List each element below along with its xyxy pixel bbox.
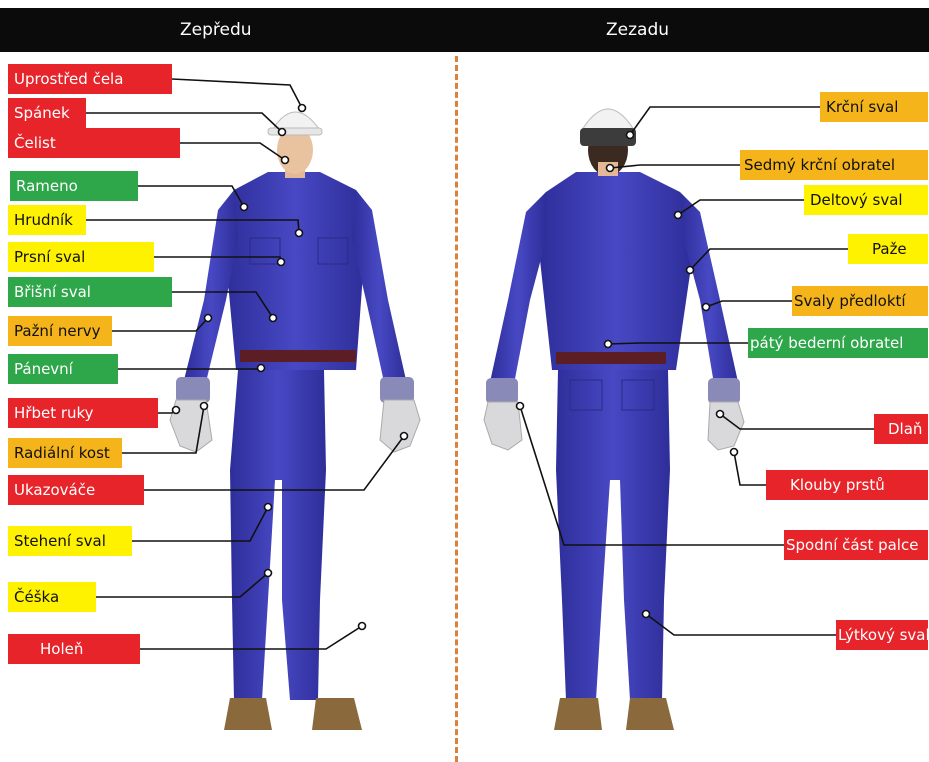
marker-rameno bbox=[241, 204, 248, 211]
label-panevni: Pánevní bbox=[8, 354, 118, 384]
marker-spanek bbox=[279, 129, 286, 136]
label-holen: Holeň bbox=[8, 634, 140, 664]
leader-brisni-sval bbox=[172, 292, 273, 318]
marker-paze bbox=[687, 267, 694, 274]
marker-pazni-nervy bbox=[205, 315, 212, 322]
marker-spodni-cast-palce bbox=[517, 403, 524, 410]
leader-prsni-sval bbox=[154, 257, 281, 262]
label-ukazovace: Ukazováče bbox=[8, 475, 144, 505]
marker-stehenni-sval bbox=[265, 504, 272, 511]
marker-ceska bbox=[265, 570, 272, 577]
marker-dlan bbox=[717, 411, 724, 418]
leader-svaly-predlokti bbox=[706, 301, 792, 307]
label-krcni-sval: Krční sval bbox=[820, 92, 928, 122]
marker-panevni bbox=[258, 365, 265, 372]
marker-lytkovy-sval bbox=[643, 611, 650, 618]
leader-paze bbox=[690, 249, 848, 270]
marker-paty-bederni-obratel bbox=[605, 341, 612, 348]
label-svaly-predlokti: Svaly předloktí bbox=[792, 286, 928, 316]
leader-ceska bbox=[96, 573, 268, 597]
label-prsni-sval: Prsní sval bbox=[8, 242, 154, 272]
leader-dlan bbox=[720, 414, 874, 429]
leader-stehenni-sval bbox=[132, 507, 268, 541]
label-uprostred-cela: Uprostřed čela bbox=[8, 64, 172, 94]
leader-lytkovy-sval bbox=[646, 614, 836, 635]
marker-deltovy-sval bbox=[675, 212, 682, 219]
leader-pazni-nervy bbox=[112, 318, 208, 331]
label-paze: Paže bbox=[848, 234, 928, 264]
leader-ukazovace bbox=[144, 436, 404, 490]
label-lytkovy-sval: Lýtkový sval bbox=[836, 620, 928, 650]
leader-holen bbox=[140, 626, 362, 649]
label-dlan: Dlaň bbox=[874, 414, 928, 444]
leader-spodni-cast-palce bbox=[520, 406, 784, 545]
label-hrbet-ruky: Hřbet ruky bbox=[8, 398, 158, 428]
leader-krcni-sval bbox=[630, 107, 820, 135]
leader-deltovy-sval bbox=[678, 200, 804, 215]
leader-hrudnik bbox=[86, 220, 299, 233]
label-spodni-cast-palce: Spodní část palce bbox=[784, 530, 928, 560]
label-celist: Čelist bbox=[8, 128, 180, 158]
marker-sedmy-krcni-obratel bbox=[607, 165, 614, 172]
marker-krcni-sval bbox=[627, 132, 634, 139]
marker-uprostred-cela bbox=[299, 105, 306, 112]
leader-rameno bbox=[138, 186, 244, 207]
marker-brisni-sval bbox=[270, 315, 277, 322]
marker-holen bbox=[359, 623, 366, 630]
label-paty-bederni-obratel: pátý bederní obratel bbox=[748, 328, 928, 358]
label-stehenni-sval: Stehení sval bbox=[8, 526, 132, 556]
marker-hrudnik bbox=[296, 230, 303, 237]
marker-klouby-prstu bbox=[731, 449, 738, 456]
label-pazni-nervy: Pažní nervy bbox=[8, 316, 112, 346]
marker-hrbet-ruky bbox=[173, 407, 180, 414]
leader-sedmy-krcni-obratel bbox=[610, 165, 740, 168]
marker-ukazovace bbox=[401, 433, 408, 440]
label-ceska: Čéška bbox=[8, 582, 96, 612]
leader-klouby-prstu bbox=[734, 452, 766, 485]
marker-prsni-sval bbox=[278, 259, 285, 266]
label-deltovy-sval: Deltový sval bbox=[804, 185, 928, 215]
label-klouby-prstu: Klouby prstů bbox=[766, 470, 928, 500]
leader-celist bbox=[180, 143, 285, 160]
leader-paty-bederni-obratel bbox=[608, 343, 748, 344]
label-hrudnik: Hrudník bbox=[8, 205, 86, 235]
label-brisni-sval: Břišní sval bbox=[8, 277, 172, 307]
marker-radialni-kost bbox=[201, 403, 208, 410]
marker-svaly-predlokti bbox=[703, 304, 710, 311]
label-sedmy-krcni-obratel: Sedmý krční obratel bbox=[740, 150, 928, 180]
marker-celist bbox=[282, 157, 289, 164]
leader-panevni bbox=[118, 368, 261, 369]
label-spanek: Spánek bbox=[8, 98, 86, 128]
label-rameno: Rameno bbox=[10, 171, 138, 201]
leader-uprostred-cela bbox=[172, 79, 302, 108]
label-radialni-kost: Radiální kost bbox=[8, 438, 122, 468]
